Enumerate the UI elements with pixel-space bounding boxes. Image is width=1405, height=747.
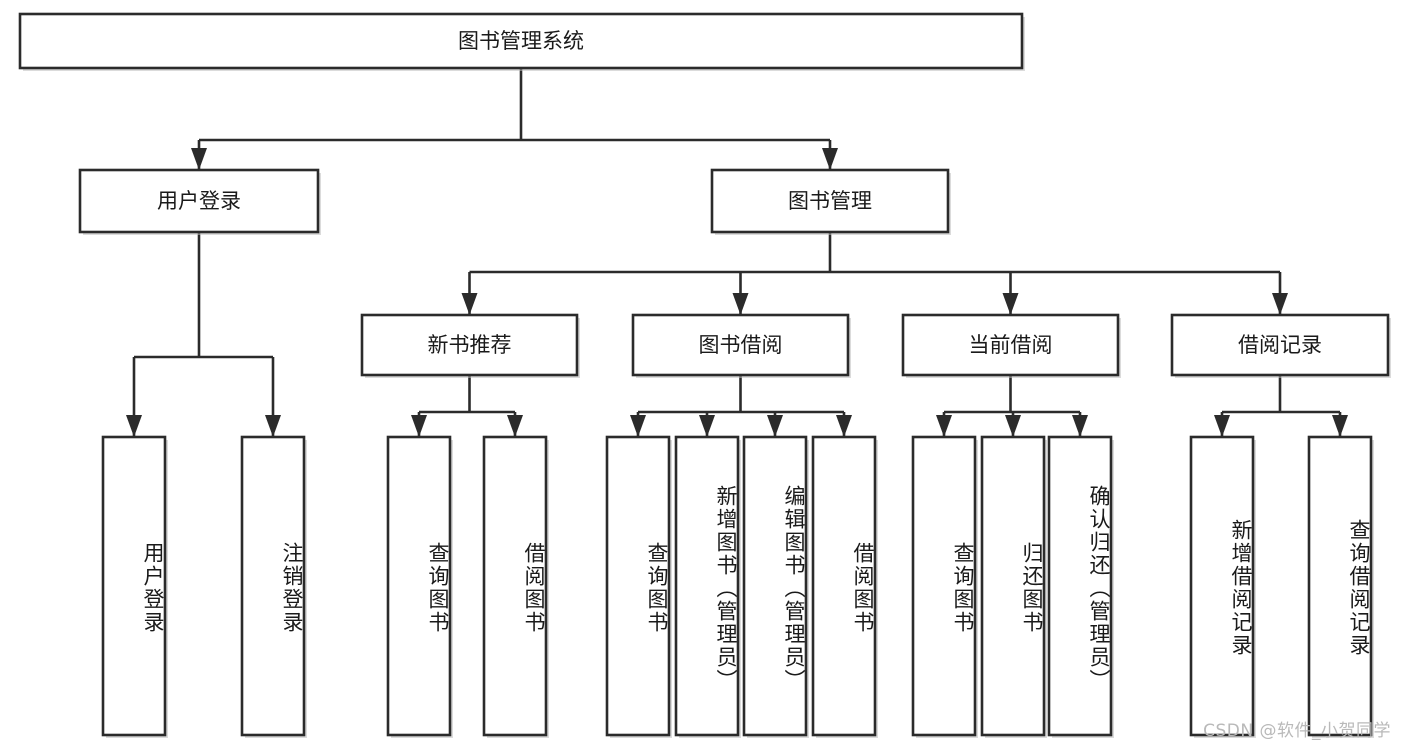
level3-node-label: 借阅记录 [1238, 333, 1322, 357]
connector-arrowhead [126, 415, 142, 437]
level3-node-label: 当前借阅 [969, 333, 1053, 357]
level3-node-box[interactable] [631, 313, 850, 377]
root-node-box[interactable] [18, 12, 1024, 70]
connector-arrowhead [822, 148, 838, 170]
level2-node-label: 用户登录 [157, 189, 241, 213]
level3-node-label: 图书借阅 [699, 333, 783, 357]
level2-node-label: 图书管理 [788, 189, 872, 213]
level3-node-box[interactable] [1170, 313, 1390, 377]
connector-arrowhead [836, 415, 852, 437]
connector-arrowhead [265, 415, 281, 437]
connector-arrowhead [936, 415, 952, 437]
root-node-label: 图书管理系统 [458, 29, 584, 53]
connector-arrowhead [1002, 293, 1019, 315]
leaf-node-box[interactable] [101, 435, 167, 737]
leaf-node-box[interactable] [1189, 435, 1255, 737]
connector-arrowhead [191, 148, 207, 170]
connector-arrowhead [1332, 415, 1348, 437]
connector-arrowhead [732, 293, 749, 315]
connector-arrowhead [461, 293, 478, 315]
leaf-node-box[interactable] [1047, 435, 1113, 737]
leaf-node-box[interactable] [674, 435, 740, 737]
connector-arrowhead [411, 415, 427, 437]
level3-node-box[interactable] [360, 313, 579, 377]
connector-arrowhead [767, 415, 783, 437]
leaf-node-box[interactable] [386, 435, 452, 737]
connector-arrowhead [1214, 415, 1230, 437]
level3-node-box[interactable] [901, 313, 1120, 377]
level2-node-box[interactable] [78, 168, 320, 234]
leaf-node-box[interactable] [240, 435, 306, 737]
leaf-node-box[interactable] [911, 435, 977, 737]
connector-arrowhead [507, 415, 523, 437]
node-boxes-layer [18, 12, 1391, 738]
connector-arrowhead [1072, 415, 1088, 437]
leaf-node-box[interactable] [482, 435, 548, 737]
connector-arrowhead [1272, 293, 1288, 315]
leaf-node-box[interactable] [980, 435, 1046, 737]
leaf-node-box[interactable] [605, 435, 671, 737]
leaf-node-box[interactable] [742, 435, 808, 737]
level2-node-box[interactable] [710, 168, 950, 234]
leaf-node-box[interactable] [811, 435, 877, 737]
connector-arrowhead [1005, 415, 1021, 437]
leaf-node-box[interactable] [1307, 435, 1373, 737]
connector-arrowhead [630, 415, 646, 437]
level3-node-label: 新书推荐 [428, 333, 512, 357]
watermark-text: CSDN @软件_小贺同学 [1203, 721, 1391, 741]
connector-arrowhead [699, 415, 715, 437]
connectors-layer [126, 68, 1348, 437]
